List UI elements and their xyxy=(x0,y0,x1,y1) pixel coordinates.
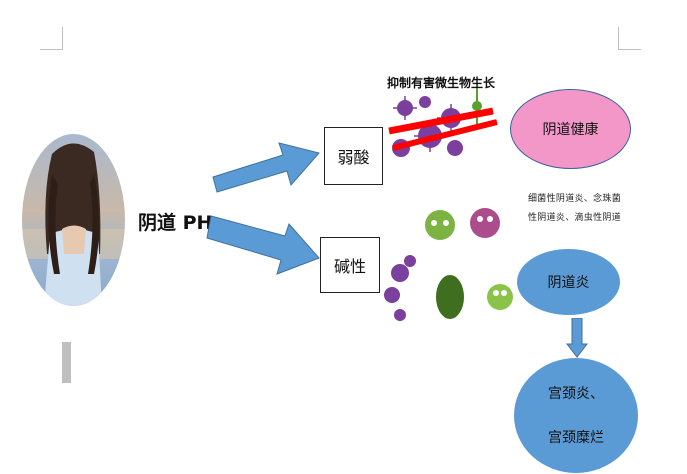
acid-label: 弱酸 xyxy=(337,148,370,167)
main-label-vaginal-ph: 阴道 PH xyxy=(138,212,213,234)
arrow-to-base xyxy=(206,215,320,275)
page-corner-mark-top-right xyxy=(618,27,641,50)
arrow-to-acid xyxy=(212,142,320,193)
healthy-oval: 阴道健康 xyxy=(510,89,631,169)
infection-caption-line-1: 细菌性阴道炎、念珠菌 xyxy=(528,194,622,204)
base-label: 碱性 xyxy=(333,257,366,276)
healthy-label: 阴道健康 xyxy=(542,122,599,138)
woman-photo xyxy=(22,134,125,306)
acid-box: 弱酸 xyxy=(324,127,383,185)
infection-caption-line-2: 性阴道炎、滴虫性阴道 xyxy=(528,213,622,223)
vaginitis-label: 阴道炎 xyxy=(547,275,590,291)
cervicitis-oval: 宫颈炎、 宫颈糜烂 xyxy=(514,358,638,473)
infection-caption: 细菌性阴道炎、念珠菌 性阴道炎、滴虫性阴道 xyxy=(528,190,621,228)
harmful-microbes-image xyxy=(384,208,513,321)
down-arrow xyxy=(566,318,588,358)
base-box: 碱性 xyxy=(320,237,380,293)
cervix-line-1: 宫颈炎、 xyxy=(548,385,604,402)
text-cursor-bar xyxy=(62,342,71,383)
page-corner-mark-top-left xyxy=(40,27,63,50)
cervix-line-2: 宫颈糜烂 xyxy=(548,429,604,446)
suppressed-microbes-image xyxy=(388,88,498,157)
inhibit-caption: 抑制有害微生物生长 xyxy=(387,76,496,90)
vaginitis-oval: 阴道炎 xyxy=(517,249,620,315)
